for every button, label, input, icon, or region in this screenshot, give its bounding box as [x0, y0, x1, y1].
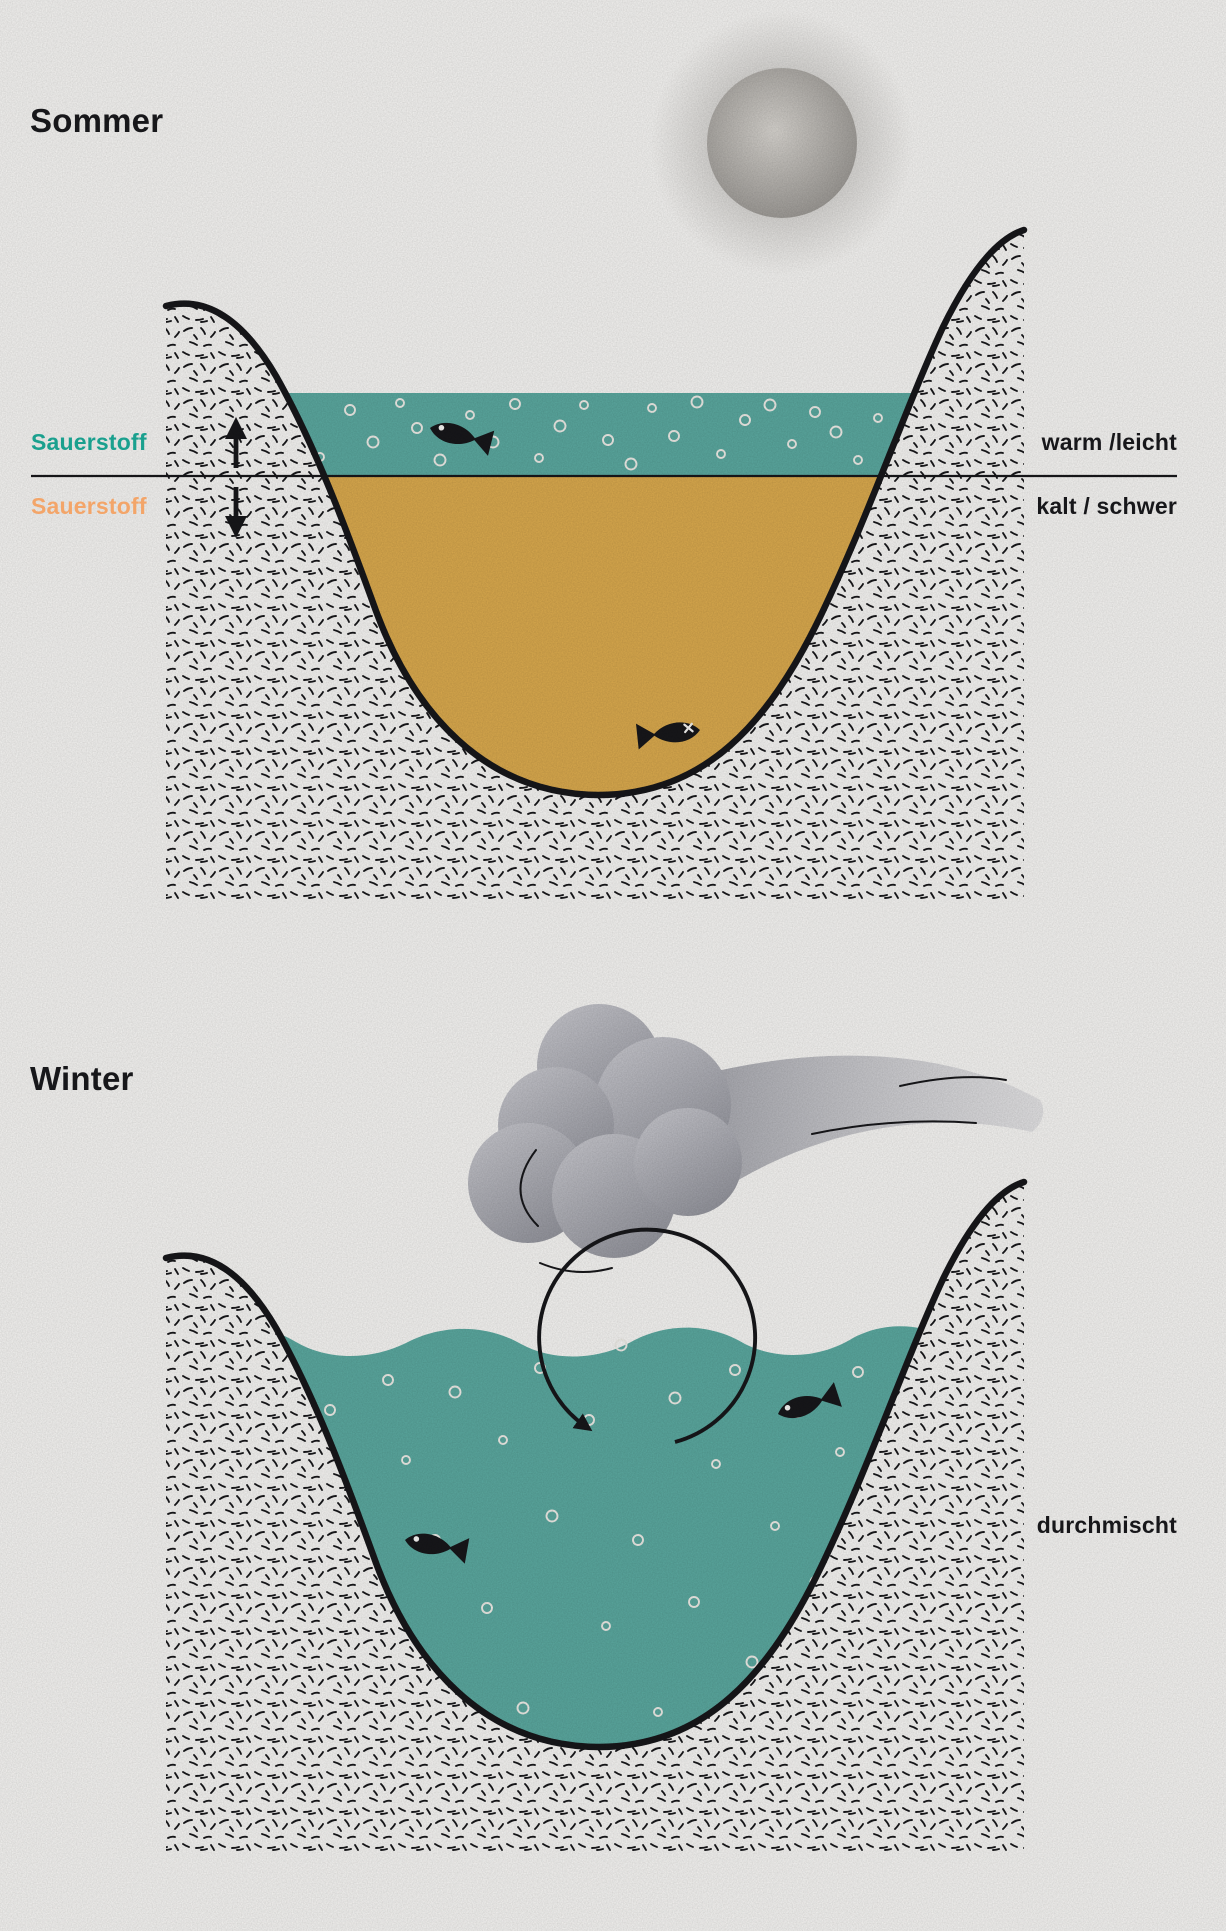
summer-title: Sommer — [30, 102, 164, 139]
warm-layer-label: warm /leicht — [1041, 429, 1177, 455]
oxygen-label-bottom: Sauerstoff — [31, 493, 147, 519]
winter-title: Winter — [30, 1060, 134, 1097]
oxygen-label-top: Sauerstoff — [31, 429, 147, 455]
cold-layer-label: kalt / schwer — [1036, 493, 1177, 519]
mixed-water-label: durchmischt — [1036, 1512, 1177, 1538]
